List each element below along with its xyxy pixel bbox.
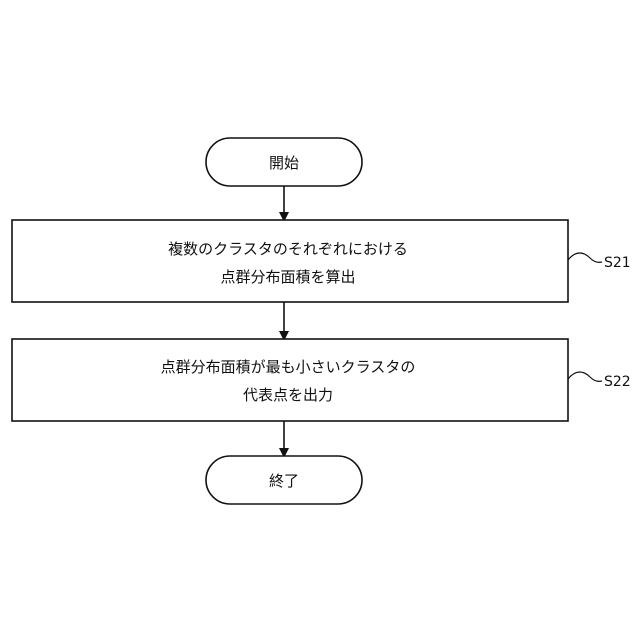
step-s21-id-label: S21 xyxy=(604,255,631,271)
start-label: 開始 xyxy=(269,154,299,172)
step-s22-id-label: S22 xyxy=(604,374,631,390)
process-step-s22: 点群分布面積が最も小さいクラスタの 代表点を出力 S22 xyxy=(12,339,631,421)
process-step-s21: 複数のクラスタのそれぞれにおける 点群分布面積を算出 S21 xyxy=(12,220,631,302)
end-label: 終了 xyxy=(269,472,299,490)
process-box-s21 xyxy=(12,220,568,302)
step-s21-leader-line xyxy=(568,253,602,262)
step-s22-leader-line xyxy=(568,372,602,381)
step-s21-line-1: 複数のクラスタのそれぞれにおける xyxy=(168,240,408,258)
step-s21-line-2: 点群分布面積を算出 xyxy=(220,268,355,286)
end-node: 終了 xyxy=(206,456,362,504)
step-s22-line-1: 点群分布面積が最も小さいクラスタの xyxy=(161,358,416,376)
start-node: 開始 xyxy=(206,138,362,186)
step-s22-line-2: 代表点を出力 xyxy=(243,386,333,404)
process-box-s22 xyxy=(12,339,568,421)
